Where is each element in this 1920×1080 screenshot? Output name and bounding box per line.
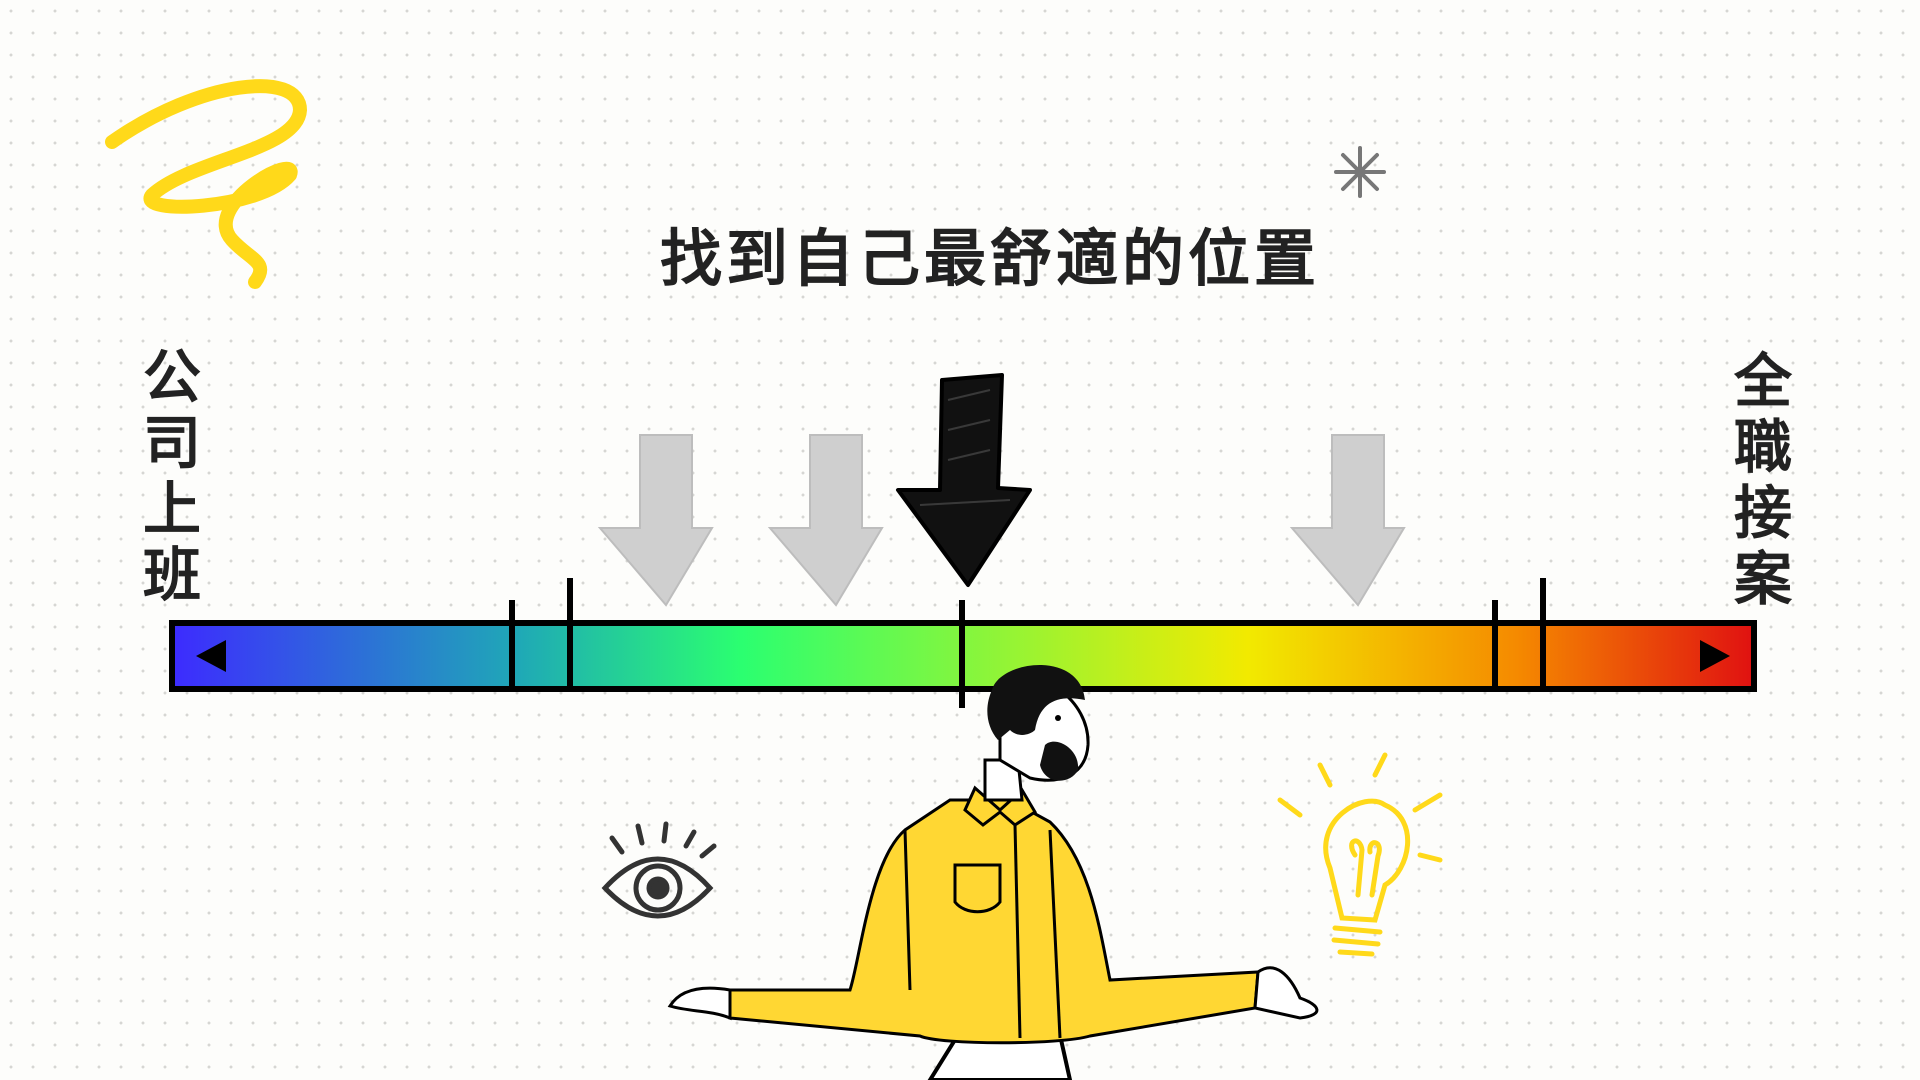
eye-icon: [601, 821, 717, 919]
sparkle-icon: [1334, 146, 1386, 198]
person-illustration: [667, 665, 1319, 1080]
left-end-triangle: [196, 640, 226, 672]
left-end-label: 公司上班: [142, 343, 201, 609]
right-end-label: 全職接案: [1733, 347, 1792, 613]
hint-arrow-1: [597, 434, 714, 607]
page-title: 找到自己最舒適的位置: [659, 222, 1320, 295]
squiggle-doodle: [105, 79, 307, 289]
hint-arrow-3: [1289, 434, 1406, 607]
selected-position-arrow: [896, 373, 1032, 587]
lightbulb-icon: [1277, 752, 1443, 957]
hint-arrow-2: [767, 434, 884, 607]
right-end-triangle: [1700, 640, 1730, 672]
